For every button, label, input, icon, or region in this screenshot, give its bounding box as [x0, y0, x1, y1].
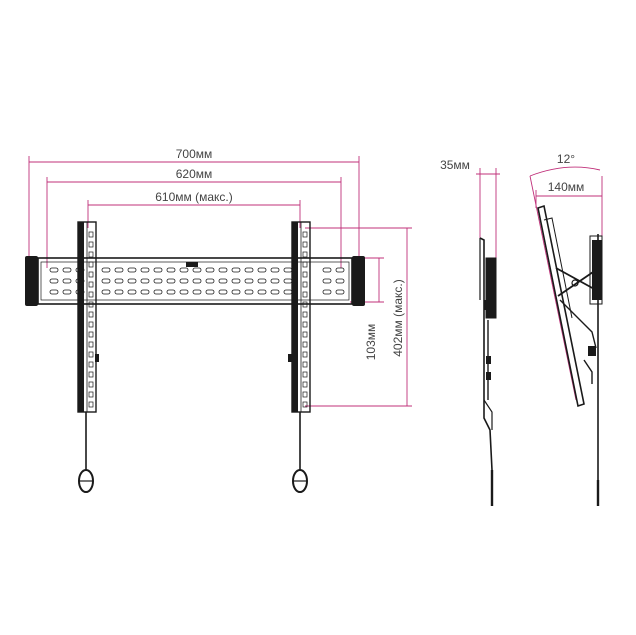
label-103: 103мм — [364, 324, 378, 361]
dimension-610: 610мм (макс.) — [87, 190, 301, 228]
side-view-flat: 35мм — [440, 158, 500, 506]
left-pull-cord-ring — [78, 469, 94, 493]
dimension-402: 402мм (макс.) — [305, 227, 412, 407]
front-view-bracket — [25, 221, 365, 493]
label-140: 140мм — [548, 180, 585, 194]
dimension-620: 620мм — [46, 167, 342, 268]
dimension-700: 700мм — [28, 147, 360, 262]
rail-slots — [49, 267, 345, 295]
right-pull-cord-ring — [292, 469, 308, 493]
label-402: 402мм (макс.) — [391, 279, 405, 357]
label-610: 610мм (макс.) — [155, 190, 233, 204]
label-12: 12° — [557, 152, 575, 166]
right-vertical-arm — [288, 221, 311, 493]
left-vertical-arm — [77, 221, 99, 493]
dimension-35: 35мм — [440, 158, 500, 262]
dimension-103: 103мм — [350, 257, 384, 361]
side-view-tilted: 12° 140мм — [529, 152, 603, 506]
dimension-12-degree: 12° — [529, 152, 601, 177]
label-700: 700мм — [176, 147, 213, 161]
dimension-140: 140мм — [529, 175, 603, 401]
horizontal-rail — [25, 256, 365, 306]
label-620: 620мм — [176, 167, 213, 181]
front-dimensions: 700мм 620мм 610мм (макс.) 103мм — [28, 147, 412, 407]
label-35: 35мм — [440, 158, 470, 172]
